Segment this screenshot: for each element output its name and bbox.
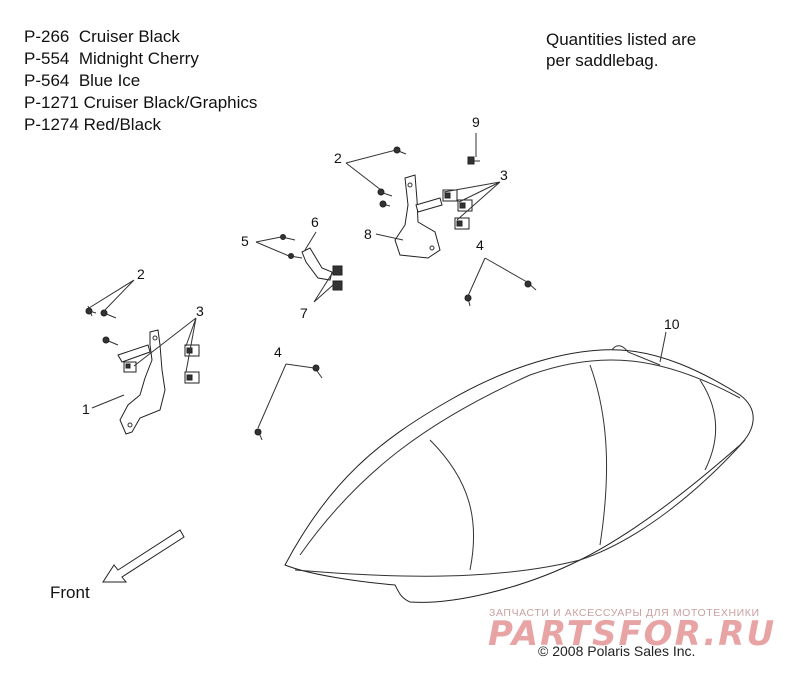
quantity-note: Quantities listed are per saddlebag. (546, 29, 696, 71)
front-direction-arrow (102, 529, 185, 583)
nuts (332, 265, 343, 291)
latch-clips (123, 189, 473, 384)
callout-8: 8 (364, 226, 372, 242)
color-code: P-1274 (24, 115, 79, 134)
color-name: Cruiser Black/Graphics (83, 93, 258, 112)
callout-4: 4 (274, 344, 282, 360)
copyright-notice: © 2008 Polaris Sales Inc. (538, 643, 696, 659)
color-row: P-1271 Cruiser Black/Graphics (24, 92, 257, 114)
color-row: P-1274 Red/Black (24, 114, 257, 136)
callout-4: 4 (476, 237, 484, 253)
color-name: Red/Black (83, 115, 162, 134)
quantity-note-line: Quantities listed are (546, 30, 697, 49)
color-name: Cruiser Black (78, 27, 180, 46)
callout-3: 3 (196, 303, 204, 319)
color-code-list: P-266 Cruiser Black P-554 Midnight Cherr… (24, 26, 257, 136)
callout-3: 3 (500, 167, 508, 183)
retaining-strap (301, 247, 333, 281)
color-code: P-564 (24, 71, 70, 90)
leader-lines (88, 133, 667, 429)
callout-9: 9 (472, 114, 480, 130)
color-row: P-266 Cruiser Black (24, 26, 257, 48)
saddlebag-body (284, 345, 754, 603)
color-code: P-266 (24, 27, 70, 46)
callout-2: 2 (137, 266, 145, 282)
callout-numbers: 1 2 2 3 3 4 4 5 6 7 8 9 10 (82, 114, 680, 417)
front-label: Front (50, 583, 90, 602)
callout-1: 1 (82, 401, 90, 417)
color-name: Midnight Cherry (78, 49, 199, 68)
screws (85, 146, 537, 441)
callout-2: 2 (334, 150, 342, 166)
quantity-note-line: per saddlebag. (546, 51, 659, 70)
upper-mounting-bracket (394, 174, 443, 259)
left-mounting-bracket (117, 329, 166, 435)
callout-6: 6 (311, 214, 319, 230)
callout-10: 10 (664, 316, 680, 332)
color-row: P-564 Blue Ice (24, 70, 257, 92)
callout-7: 7 (300, 305, 308, 321)
watermark-logo: PARTSFOR.RU (488, 614, 777, 654)
callout-5: 5 (241, 233, 249, 249)
watermark-tagline: ЗАПЧАСТИ И АКСЕССУАРЫ ДЛЯ МОТОТЕХНИКИ (489, 607, 760, 619)
color-code: P-554 (24, 49, 70, 68)
color-code: P-1271 (24, 93, 79, 112)
color-row: P-554 Midnight Cherry (24, 48, 257, 70)
color-name: Blue Ice (78, 71, 141, 90)
